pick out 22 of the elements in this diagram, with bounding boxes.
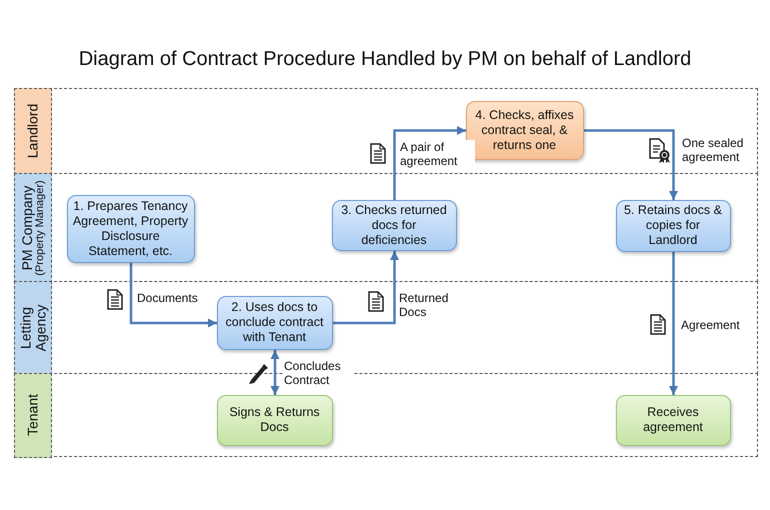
- lane-title: Landlord: [25, 102, 40, 160]
- process-box: 2. Uses docs to conclude contract with Tenant: [216, 296, 332, 350]
- lane-subtitle: (Property Manager): [34, 178, 46, 278]
- edge-label: A pair of agreement: [400, 140, 475, 169]
- arrow: [333, 251, 399, 324]
- arrow: [270, 350, 280, 395]
- arrow: [393, 126, 466, 200]
- process-box: 1. Prepares Tenancy Agreement, Property Disclosure Statement, etc.: [66, 194, 194, 262]
- diagram-title: Diagram of Contract Procedure Handled by PM on behalf of Landlord: [78, 48, 692, 71]
- lane-title: PM Company: [19, 184, 34, 272]
- lane-title: Letting Agency: [18, 303, 48, 354]
- process-box: Signs & Returns Docs: [216, 394, 332, 446]
- arrow: [669, 252, 678, 395]
- process-box: Receives agreement: [616, 394, 730, 446]
- process-box: 5. Retains docs & copies for Landlord: [616, 200, 730, 252]
- arrow: [130, 263, 217, 328]
- process-box: 4. Checks, affixes contract seal, & returns one: [466, 100, 584, 160]
- swimlane: [14, 173, 758, 282]
- process-box: 3. Checks returned docs for deficiencies: [332, 200, 456, 250]
- lane-title: Tenant: [25, 392, 40, 438]
- arrow: [584, 129, 678, 200]
- swimlane: [14, 373, 758, 457]
